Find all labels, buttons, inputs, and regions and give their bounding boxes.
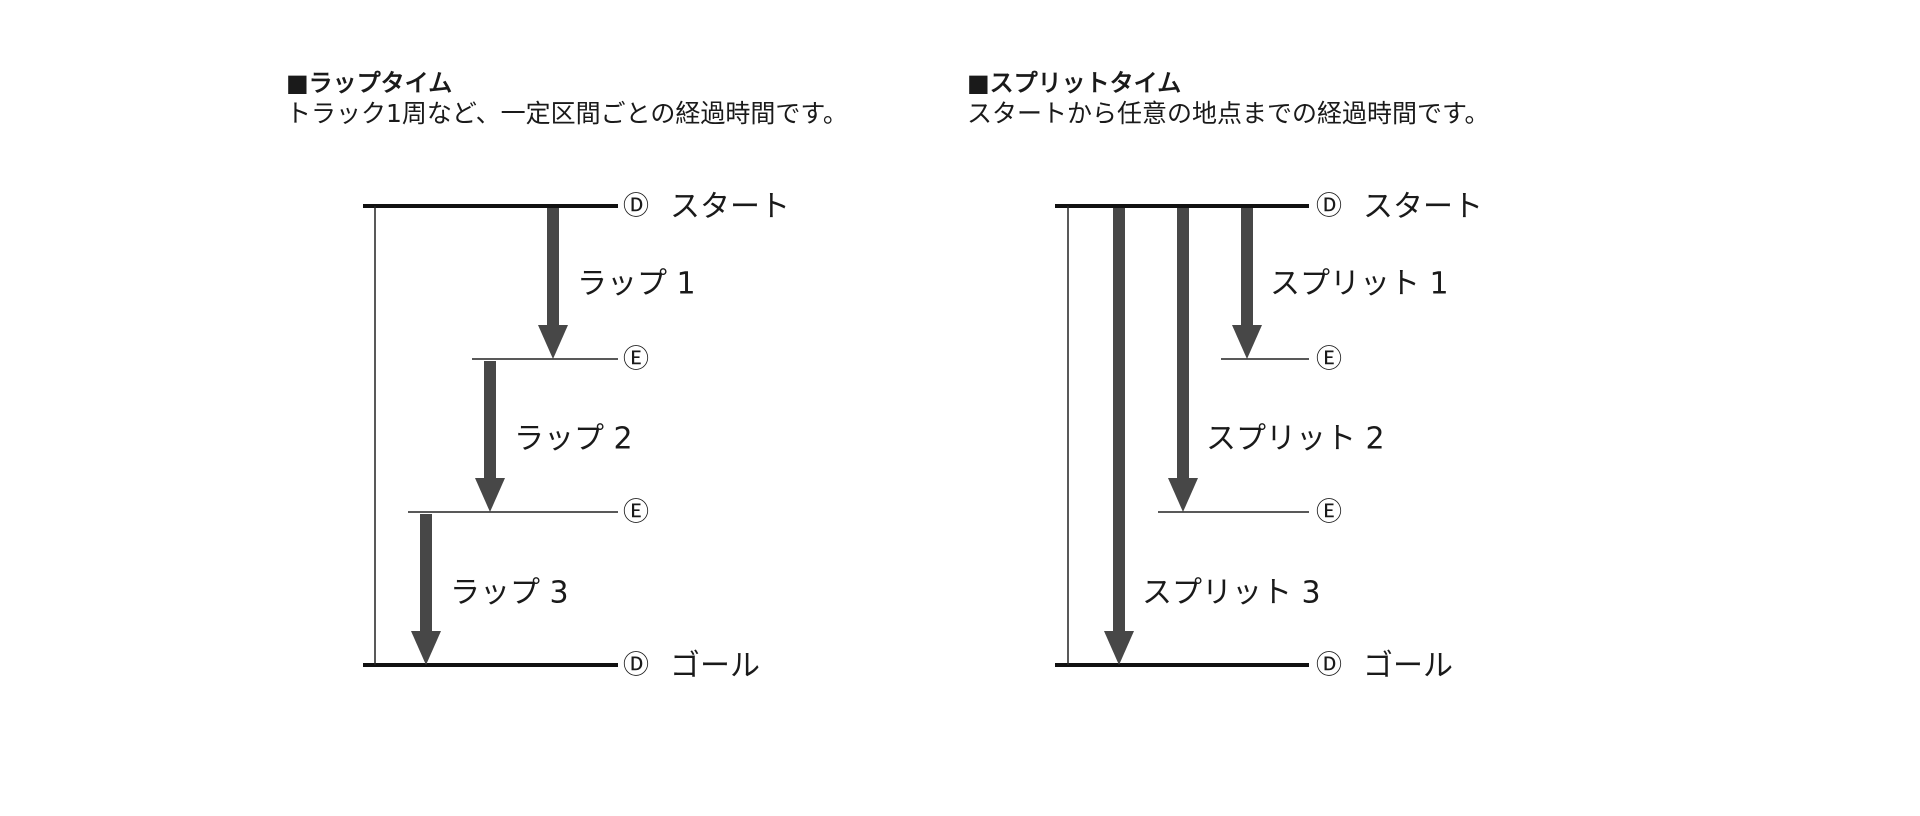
split-arrow-1 [1232,208,1262,359]
lap-diagram: Ⓓ スタート Ⓔ Ⓔ Ⓓ ゴール ラップ 1 ラップ 2 ラップ 3 [363,190,790,684]
split-time-heading: ■スプリットタイム [967,69,1182,97]
lap-time-description: トラック1周など、一定区間ごとの経過時間です。 [286,99,848,128]
split-time-description: スタートから任意の地点までの経過時間です。 [967,99,1490,128]
split-end-marker-2-icon: Ⓔ [1316,498,1342,528]
lap-2-label: ラップ 2 [514,422,633,457]
split-goal-marker-icon: Ⓓ [1316,651,1342,681]
lap-3-label: ラップ 3 [450,576,569,611]
split-3-label: スプリット 3 [1142,576,1321,611]
split-arrow-2 [1168,208,1198,512]
lap-start-label: スタート [670,190,790,225]
lap-time-heading: ■ラップタイム [286,69,453,97]
lap-start-marker-icon: Ⓓ [623,192,649,222]
split-1-label: スプリット 1 [1270,267,1449,302]
split-goal-label: ゴール [1363,649,1453,684]
lap-end-marker-2-icon: Ⓔ [623,498,649,528]
split-2-label: スプリット 2 [1206,422,1385,457]
lap-1-label: ラップ 1 [577,267,696,302]
lap-goal-label: ゴール [670,649,760,684]
lap-arrow-1 [538,208,568,359]
lap-arrow-3 [411,514,441,665]
lap-arrow-2 [475,361,505,512]
split-end-marker-1-icon: Ⓔ [1316,345,1342,375]
split-diagram: Ⓓ スタート Ⓔ Ⓔ Ⓓ ゴール スプリット 1 スプリット 2 スプリット 3 [1055,190,1483,684]
lap-end-marker-1-icon: Ⓔ [623,345,649,375]
split-arrow-3 [1104,208,1134,665]
split-start-marker-icon: Ⓓ [1316,192,1342,222]
lap-goal-marker-icon: Ⓓ [623,651,649,681]
split-start-label: スタート [1363,190,1483,225]
